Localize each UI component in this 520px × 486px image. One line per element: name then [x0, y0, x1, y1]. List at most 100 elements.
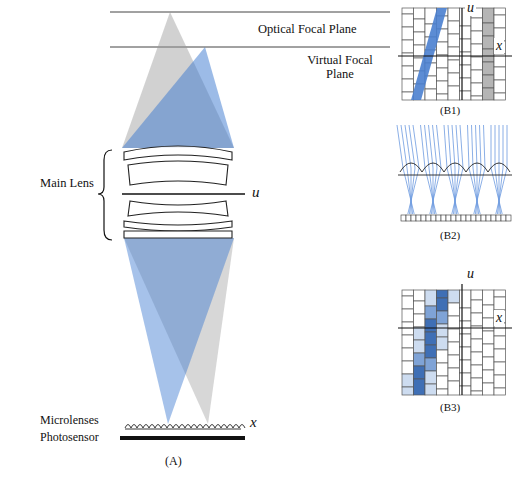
ray-cell [483, 318, 495, 331]
lens-element [124, 146, 232, 160]
light-ray [496, 125, 507, 214]
ray-cell [402, 66, 414, 79]
sensor-pixel [461, 215, 466, 221]
ray-cell [460, 78, 472, 91]
ray-cell [494, 8, 506, 15]
sensor-pixel [456, 215, 461, 221]
ray-cell [414, 340, 426, 353]
sensor-pixel [441, 215, 446, 221]
bracket [98, 150, 112, 240]
ray-cell [448, 316, 460, 329]
part-label: Photosensor [40, 431, 99, 445]
lens-element [124, 221, 232, 231]
ray-cell [494, 67, 506, 80]
ray-cell [402, 387, 414, 395]
ray-cell [494, 15, 506, 28]
sensor-pixel [486, 215, 491, 221]
ray-space-grid [398, 284, 512, 395]
ray-cell [402, 53, 414, 66]
ray-cell [448, 73, 460, 86]
ray-cell [448, 368, 460, 381]
ray-cell [483, 88, 495, 100]
blue-light-cone [124, 238, 234, 424]
light-ray [452, 125, 455, 214]
sensor-pixel [421, 215, 426, 221]
sensor-pixel [446, 215, 451, 221]
ray-cell [414, 353, 426, 366]
ray-cell [483, 383, 495, 395]
ray-cell [460, 347, 472, 360]
ray-band [411, 8, 447, 100]
ray-cell [437, 298, 449, 311]
ray-cell [448, 303, 460, 316]
ray-cell [471, 290, 483, 300]
ray-cell [471, 44, 483, 57]
ray-cell [414, 366, 426, 379]
axis-label: u [465, 266, 476, 282]
ray-cell [471, 339, 483, 352]
ray-cell [448, 86, 460, 100]
ray-cell [402, 348, 414, 361]
lens-element [128, 161, 228, 185]
ray-cell [425, 319, 437, 332]
ray-cell [402, 309, 414, 322]
ray-cell [471, 83, 483, 96]
light-ray [397, 125, 414, 214]
ray-cell [448, 381, 460, 395]
ray-cell [437, 55, 449, 68]
light-ray [472, 125, 479, 214]
ray-cell [471, 313, 483, 326]
ray-cell [437, 290, 449, 298]
ray-cell [460, 290, 472, 308]
ray-cell [402, 79, 414, 92]
ray-cell [448, 355, 460, 368]
ray-cell [483, 62, 495, 75]
ray-cell [483, 75, 495, 88]
ray-cell [402, 14, 414, 27]
ray-cell [402, 8, 414, 14]
ray-cell [437, 363, 449, 376]
ray-cell [448, 342, 460, 355]
ray-cell [425, 290, 437, 306]
ray-cell [414, 379, 426, 395]
part-label: Main Lens [40, 176, 94, 190]
sensor-pixel [451, 215, 456, 221]
ray-cell [437, 81, 449, 94]
ray-cell [425, 332, 437, 345]
ray-cell [448, 34, 460, 47]
ray-cell [437, 376, 449, 389]
ray-cell [414, 8, 426, 19]
ray-cell [460, 373, 472, 386]
ray-cell [494, 80, 506, 93]
ray-cell [402, 290, 414, 296]
sensor-pixel [416, 215, 421, 221]
u-axis [461, 284, 462, 395]
grey-light-cone [122, 12, 234, 148]
axis-label: u [465, 0, 476, 16]
light-ray [405, 125, 411, 214]
microlens-curve [125, 425, 245, 429]
light-ray [475, 125, 481, 214]
axis-label: x [494, 310, 504, 326]
ray-cell [414, 19, 426, 32]
ray-cell [402, 374, 414, 387]
sensor-pixel [491, 215, 496, 221]
sensor-pixel [496, 215, 501, 221]
ray-cell [414, 32, 426, 45]
ray-cell [460, 308, 472, 321]
u-axis-line [122, 193, 245, 195]
panel-label: (B2) [440, 229, 460, 242]
ray-cell [425, 89, 437, 100]
sensor-pixel [466, 215, 471, 221]
ray-cell [471, 300, 483, 313]
ray-cell [483, 8, 495, 23]
panel-label: (B1) [440, 104, 460, 117]
ray-cell [483, 36, 495, 49]
ray-cell [471, 31, 483, 44]
light-ray [430, 125, 441, 214]
ray-cell [494, 349, 506, 362]
ray-cell [437, 389, 449, 395]
ray-cell [448, 47, 460, 60]
ray-cell [460, 334, 472, 347]
u-axis [461, 8, 462, 100]
